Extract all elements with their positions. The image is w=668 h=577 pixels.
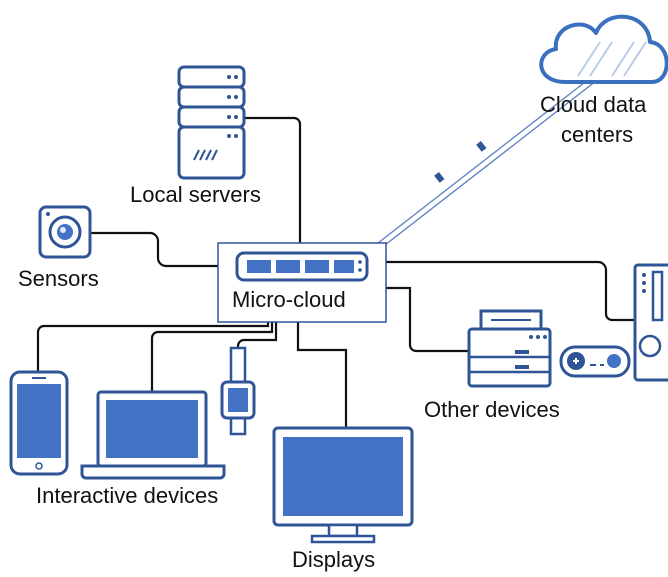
link-displays xyxy=(296,322,348,428)
interactive-devices-label: Interactive devices xyxy=(36,483,219,508)
smartwatch-icon xyxy=(220,346,256,436)
link-watch xyxy=(236,322,278,380)
camera-sensor-icon xyxy=(38,205,92,259)
cloud-label-line1: Cloud data xyxy=(540,92,647,117)
smartphone-icon xyxy=(9,370,69,476)
link-other-devices xyxy=(386,286,468,353)
tower-console-icon xyxy=(633,263,668,382)
server-rack-icon xyxy=(177,65,246,180)
wireless-cloud-link xyxy=(377,71,606,246)
gamepad-icon xyxy=(559,345,631,378)
link-right-device xyxy=(386,260,635,322)
other-devices-label: Other devices xyxy=(424,397,560,422)
hub-label: Micro-cloud xyxy=(232,287,346,312)
link-sensors xyxy=(90,231,218,268)
link-laptop xyxy=(150,322,274,392)
micro-cloud-hub xyxy=(217,242,387,323)
printer-icon xyxy=(467,309,552,388)
link-local-servers xyxy=(223,116,302,243)
displays-label: Displays xyxy=(292,547,376,572)
sensors-label: Sensors xyxy=(18,266,99,291)
connection-lines xyxy=(36,116,635,428)
cloud-icon xyxy=(539,14,668,84)
cloud-label-line2: centers xyxy=(561,122,634,147)
laptop-icon xyxy=(80,390,226,480)
link-phone xyxy=(36,322,270,372)
local-servers-label: Local servers xyxy=(130,182,261,207)
display-monitor-icon xyxy=(272,426,414,544)
